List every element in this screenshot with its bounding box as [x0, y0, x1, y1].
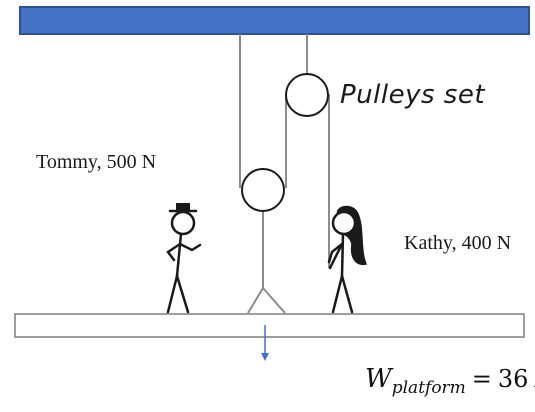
tripod-left-leg — [247, 287, 264, 314]
tripod-right-leg — [262, 287, 286, 314]
equals-sign: = — [471, 365, 492, 393]
tommy-head — [170, 210, 196, 236]
kathy-head — [331, 210, 357, 236]
platform-weight-equation: Wplatform=36N — [365, 364, 535, 398]
weight-value: 36 — [497, 365, 529, 393]
lower-pulley — [241, 168, 285, 212]
ceiling-beam — [19, 6, 530, 35]
pulleys-label: Pulleys set — [340, 80, 486, 110]
kathy-figure — [327, 205, 368, 314]
weight-subscript: platform — [391, 378, 466, 398]
weight-arrow — [261, 325, 269, 361]
ropes — [239, 34, 330, 314]
tommy-figure — [166, 203, 202, 314]
kathy-label: Kathy, 400 N — [404, 232, 512, 254]
tommy-label: Tommy, 500 N — [36, 151, 157, 173]
platform — [14, 313, 525, 338]
tommy-hat — [176, 203, 190, 211]
upper-pulley — [285, 73, 329, 117]
weight-symbol: W — [365, 364, 392, 394]
